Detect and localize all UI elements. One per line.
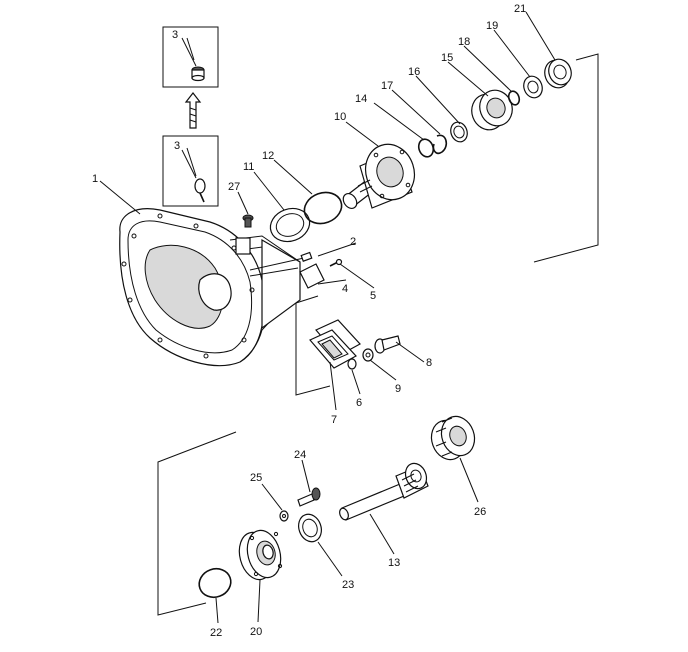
gear-26 [430, 415, 476, 461]
callout-24: 24 [294, 449, 306, 461]
spacer-ring-16 [450, 121, 468, 143]
callout-3-eyebolt: 3 [174, 140, 180, 152]
callout-10: 10 [334, 111, 346, 123]
callout-26: 26 [474, 506, 486, 518]
washer-9 [362, 348, 374, 362]
callout-1: 1 [92, 173, 98, 185]
oil-seal-21 [544, 58, 572, 89]
bolt-24 [297, 487, 321, 507]
flange-20 [238, 529, 283, 581]
o-ring-12 [303, 191, 343, 225]
callout-16: 16 [408, 66, 420, 78]
callout-22: 22 [210, 627, 222, 639]
callout-18: 18 [458, 36, 470, 48]
washer-6 [347, 358, 357, 370]
cover-plate-4 [299, 263, 325, 289]
detail-box-plug [162, 26, 219, 88]
snap-ring-17 [432, 134, 448, 155]
callout-21: 21 [514, 3, 526, 15]
shaft-13 [339, 462, 429, 521]
flywheel-housing [119, 208, 301, 367]
screw-5 [329, 258, 343, 267]
arrow-up-icon [184, 92, 202, 129]
callout-8: 8 [426, 357, 432, 369]
callout-27: 27 [228, 181, 240, 193]
washer-25 [279, 510, 289, 522]
flange-shaft-10 [342, 143, 416, 210]
callout-4: 4 [342, 283, 348, 295]
callout-25: 25 [250, 472, 262, 484]
callout-labels: 1 2 3 3 4 5 6 7 8 9 10 11 12 13 14 15 16… [92, 3, 526, 639]
callout-3-plug: 3 [172, 29, 178, 41]
callout-12: 12 [262, 150, 274, 162]
callout-14: 14 [355, 93, 367, 105]
bearing-15 [471, 89, 513, 131]
pin-2 [300, 251, 313, 262]
o-ring-22 [198, 567, 232, 599]
spacer-19 [523, 75, 543, 99]
seal-ring-11 [269, 207, 311, 243]
callout-20: 20 [250, 626, 262, 638]
callout-17: 17 [381, 80, 393, 92]
ring-23 [298, 513, 322, 543]
callout-15: 15 [441, 52, 453, 64]
cover-7 [309, 319, 361, 369]
callout-2: 2 [350, 236, 356, 248]
bolt-27 [242, 214, 254, 228]
housing-bolt-holes [121, 213, 255, 359]
callout-13: 13 [388, 557, 400, 569]
callout-7: 7 [331, 414, 337, 426]
callout-6: 6 [356, 397, 362, 409]
bolt-8 [374, 335, 401, 354]
callout-19: 19 [486, 20, 498, 32]
callout-11: 11 [243, 161, 254, 173]
callout-5: 5 [370, 290, 376, 302]
callout-23: 23 [342, 579, 354, 591]
leader-lines [99, 11, 556, 624]
callout-9: 9 [395, 383, 401, 395]
detail-box-eyebolt [162, 135, 219, 207]
